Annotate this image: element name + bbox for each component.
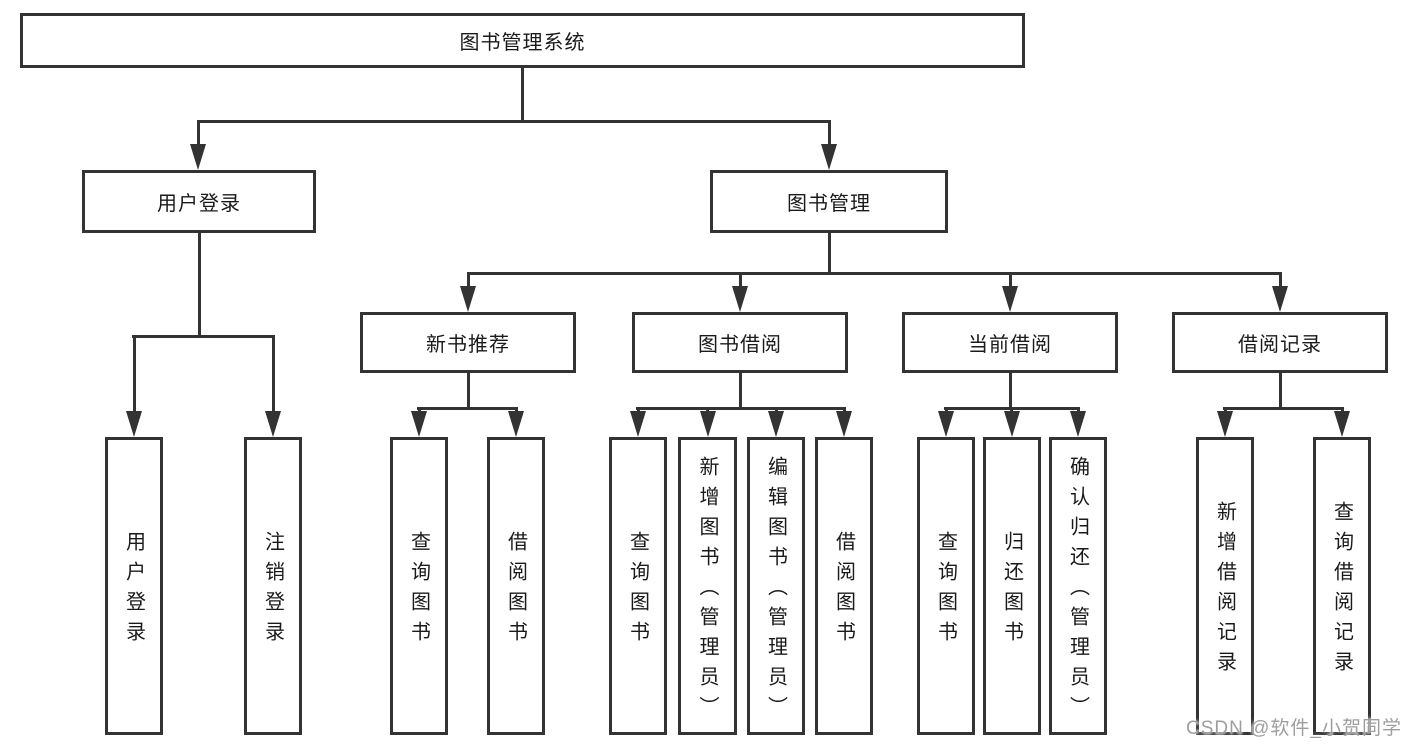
leaf-label: 新增图书（管理员） [696,456,718,726]
leaf-records-add-record: 新增借阅记录 [1196,437,1254,735]
leaf-label: 借阅图书 [504,531,527,651]
connector-line [418,407,421,411]
node-label: 当前借阅 [968,334,1052,356]
leaf-label: 注销登录 [261,531,284,651]
connector-line [515,407,518,411]
connector-line [739,272,742,286]
node-borrowing-records: 借阅记录 [1172,312,1388,373]
connector-line [843,407,846,411]
connector-line [467,272,470,286]
node-label: 图书管理系统 [459,32,586,54]
connector-line [1077,407,1080,411]
node-book-borrowing: 图书借阅 [632,312,848,373]
leaf-label: 查询图书 [407,531,430,651]
arrow-down-icon [938,411,954,437]
connector-line [637,407,640,411]
arrow-down-icon [768,411,784,437]
leaf-records-query-record: 查询借阅记录 [1313,437,1371,735]
connector-line [945,407,948,411]
node-label: 图书管理 [787,193,871,215]
arrow-down-icon [630,411,646,437]
csdn-watermark: CSDN @软件_小贺同学 [1186,718,1402,739]
leaf-label: 查询图书 [934,531,957,651]
connector-line [132,335,275,338]
node-label: 新书推荐 [426,334,510,356]
connector-line [1009,272,1012,286]
arrow-down-icon [126,411,142,437]
connector-line [1009,373,1012,407]
leaf-borrowing-borrow-books: 借阅图书 [815,437,873,735]
leaf-borrowing-query-books: 查询图书 [609,437,667,735]
leaf-label: 确认归还（管理员） [1066,456,1089,726]
arrow-down-icon [700,411,716,437]
arrow-down-icon [1272,286,1288,312]
connector-line [467,373,470,407]
connector-line [197,120,831,123]
leaf-borrowing-edit-books-admin: 编辑图书（管理员） [747,437,805,735]
node-library-management-system: 图书管理系统 [20,13,1025,68]
leaf-label: 借阅图书 [832,531,855,651]
leaf-label: 查询借阅记录 [1330,501,1353,681]
node-new-book-recommend: 新书推荐 [360,312,576,373]
leaf-label: 新增借阅记录 [1213,501,1236,681]
leaf-recommend-query-books: 查询图书 [390,437,448,735]
leaf-label: 编辑图书（管理员） [764,456,787,726]
arrow-down-icon [1334,411,1350,437]
node-current-borrowing: 当前借阅 [902,312,1118,373]
arrow-down-icon [1002,286,1018,312]
node-label: 用户登录 [157,193,241,215]
arrow-down-icon [508,411,524,437]
connector-line [1224,407,1227,411]
leaf-current-return-books: 归还图书 [983,437,1041,735]
leaf-recommend-borrow-books: 借阅图书 [487,437,545,735]
connector-line [706,407,709,411]
leaf-current-confirm-return-admin: 确认归还（管理员） [1049,437,1107,735]
connector-line [133,335,136,411]
node-label: 借阅记录 [1238,334,1322,356]
connector-line [1341,407,1344,411]
arrow-down-icon [1004,411,1020,437]
connector-line [1223,407,1344,410]
node-book-management: 图书管理 [710,170,948,233]
arrow-down-icon [190,144,206,170]
arrow-down-icon [836,411,852,437]
arrow-down-icon [732,286,748,312]
arrow-down-icon [460,286,476,312]
connector-line [417,407,518,410]
arrow-down-icon [821,144,837,170]
connector-line [1279,373,1282,407]
leaf-current-query-books: 查询图书 [917,437,975,735]
connector-line [1010,407,1013,411]
connector-line [467,272,1282,275]
node-label: 图书借阅 [698,334,782,356]
connector-line [272,335,275,411]
arrow-down-icon [265,411,281,437]
connector-line [828,233,831,272]
leaf-logout: 注销登录 [244,437,302,735]
connector-line [775,407,778,411]
leaf-label: 用户登录 [122,531,145,651]
leaf-borrowing-add-books-admin: 新增图书（管理员） [678,437,737,735]
connector-line [198,233,201,335]
arrow-down-icon [1217,411,1233,437]
connector-line [197,120,200,144]
connector-line [521,68,524,120]
node-user-login: 用户登录 [82,170,316,233]
arrow-down-icon [411,411,427,437]
connector-line [828,120,831,144]
arrow-down-icon [1070,411,1086,437]
connector-line [636,407,846,410]
connector-line [739,373,742,407]
leaf-label: 归还图书 [1000,531,1023,651]
leaf-label: 查询图书 [626,531,649,651]
leaf-user-login: 用户登录 [105,437,163,735]
connector-line [1279,272,1282,286]
